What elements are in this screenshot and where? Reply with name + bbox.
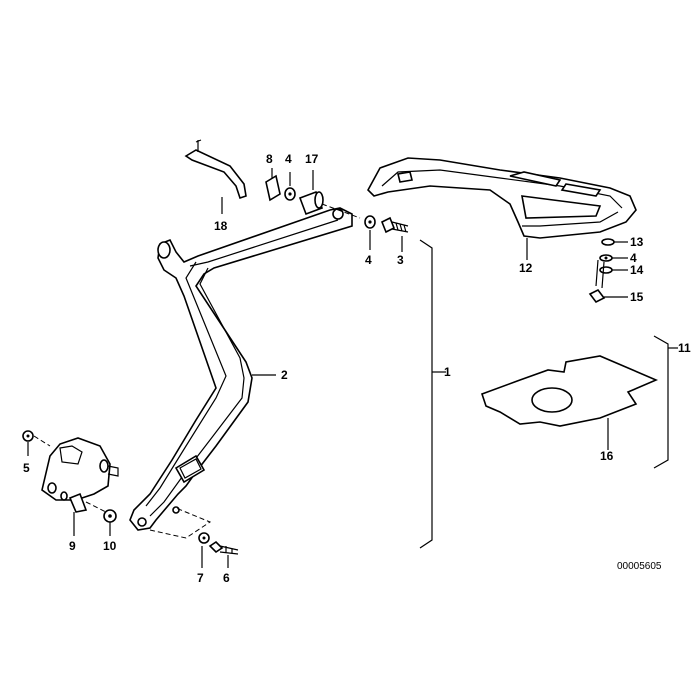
part-2-carrier-frame	[129, 207, 353, 539]
label-part-11: 11	[678, 341, 691, 355]
label-part-17: 17	[305, 152, 319, 166]
part-5-nut	[22, 430, 51, 456]
part-7-washer	[198, 532, 210, 568]
label-part-4-mid: 4	[365, 253, 372, 267]
part-12-luggage-rack	[367, 157, 637, 260]
label-part-12: 12	[519, 261, 533, 275]
part-4-washer-right	[599, 254, 628, 262]
document-id: 00005605	[617, 561, 662, 572]
label-part-4-top: 4	[285, 152, 292, 166]
part-15-bolt	[588, 259, 628, 304]
label-part-16: 16	[600, 449, 614, 463]
part-14-spring-washer	[599, 266, 628, 274]
label-part-2: 2	[281, 368, 288, 382]
part-8-clip-nut	[265, 168, 281, 202]
part-9-mounting-block	[41, 437, 119, 536]
part-17-spacer	[298, 170, 324, 216]
label-part-4-right: 4	[630, 251, 637, 265]
label-part-3: 3	[397, 253, 404, 267]
label-part-14: 14	[630, 263, 644, 277]
part-6-bolt	[208, 540, 239, 568]
label-part-8: 8	[266, 152, 273, 166]
label-part-7: 7	[197, 571, 204, 585]
part-13-washer	[601, 238, 628, 246]
part-4-washer-top	[284, 172, 296, 201]
part-4-washer-mid	[364, 215, 376, 250]
label-part-6: 6	[223, 571, 230, 585]
label-part-9: 9	[69, 539, 76, 553]
part-11-bracket	[653, 335, 678, 469]
label-part-1: 1	[444, 365, 451, 379]
label-part-10: 10	[103, 539, 117, 553]
part-18-bracket	[184, 139, 247, 214]
label-part-5: 5	[23, 461, 30, 475]
part-16-rubber-mat	[480, 355, 659, 450]
part-10-nut	[103, 509, 117, 536]
part-1-bracket	[419, 239, 446, 549]
label-part-13: 13	[630, 235, 644, 249]
part-3-bolt	[380, 216, 409, 252]
leader-dash-mid	[321, 203, 361, 219]
label-part-18: 18	[214, 219, 228, 233]
label-part-15: 15	[630, 290, 644, 304]
